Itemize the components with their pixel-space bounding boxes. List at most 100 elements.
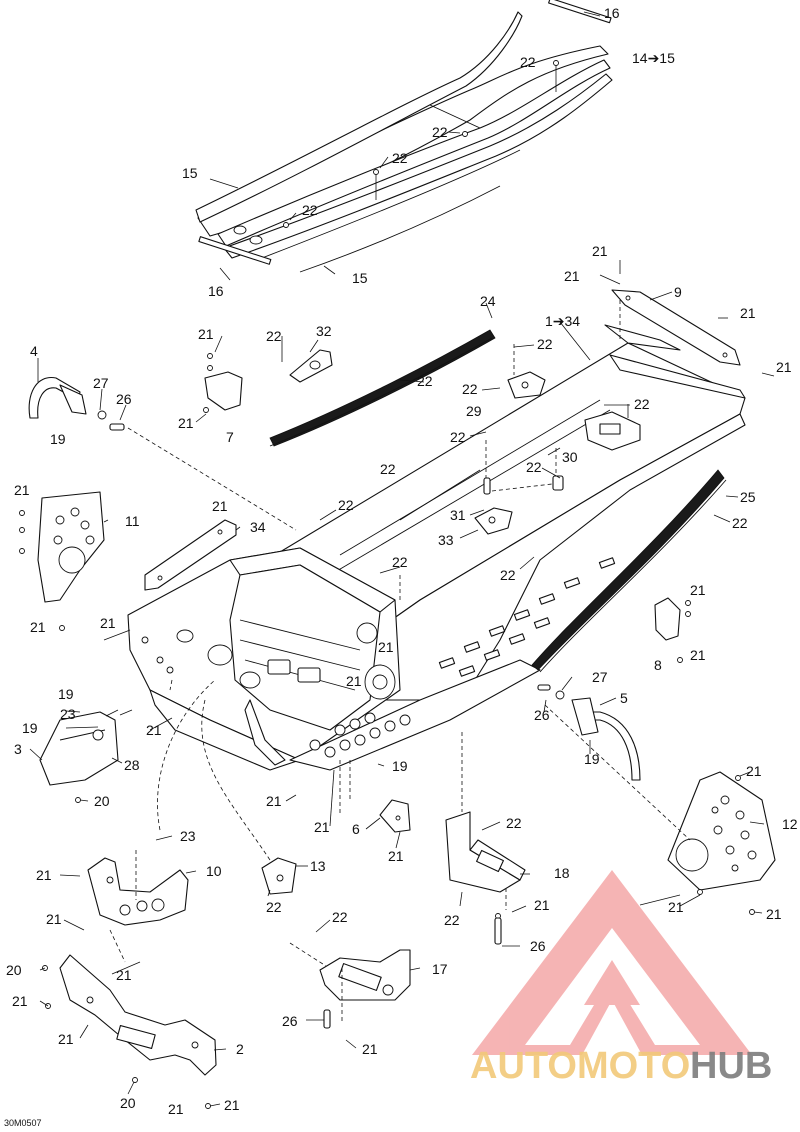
tunnel-top-cover <box>195 0 613 273</box>
callout-15: 15 <box>182 165 198 181</box>
callout-27: 27 <box>592 669 608 685</box>
callout-21: 21 <box>776 359 792 375</box>
running-board-slots <box>438 557 616 677</box>
part-4-handle <box>28 377 125 431</box>
callout-22: 22 <box>537 336 553 352</box>
part-18-footrest-bracket <box>445 811 526 945</box>
callout-26: 26 <box>534 707 550 723</box>
callout-13: 13 <box>310 858 326 874</box>
callout-9: 9 <box>674 284 682 300</box>
part-34-bar <box>144 519 237 591</box>
part-9-bracket <box>611 289 741 366</box>
callout-26: 26 <box>116 391 132 407</box>
callout-16: 16 <box>604 5 620 21</box>
callout-22: 22 <box>266 328 282 344</box>
callout-22: 22 <box>520 54 536 70</box>
callout-30: 30 <box>562 449 578 465</box>
callout-15: 15 <box>352 270 368 286</box>
callout-25: 25 <box>740 489 756 505</box>
watermark-text-part2: HUB <box>690 1045 772 1087</box>
callout-22: 22 <box>380 461 396 477</box>
callout-28: 28 <box>124 757 140 773</box>
callout-21: 21 <box>388 848 404 864</box>
callout-22: 22 <box>417 373 433 389</box>
callout-4: 4 <box>30 343 38 359</box>
callout-21: 21 <box>14 482 30 498</box>
callout-21: 21 <box>266 793 282 809</box>
watermark-text: AUTOMOTO HUB <box>470 1045 772 1087</box>
part-17-footrest-bracket <box>319 949 411 1029</box>
callout-16: 16 <box>208 283 224 299</box>
callout-21: 21 <box>362 1041 378 1057</box>
callout-1-34: 1➔34 <box>545 313 580 329</box>
part-29-bracket <box>507 371 546 399</box>
callout-21: 21 <box>212 498 228 514</box>
callout-22: 22 <box>506 815 522 831</box>
callout-21: 21 <box>766 906 782 922</box>
callout-22: 22 <box>338 497 354 513</box>
callout-20: 20 <box>6 962 22 978</box>
callout-3: 3 <box>14 741 22 757</box>
callout-20: 20 <box>120 1095 136 1111</box>
callout-21: 21 <box>668 899 684 915</box>
callout-32: 32 <box>316 323 332 339</box>
callout-21: 21 <box>224 1097 240 1113</box>
callout-22: 22 <box>500 567 516 583</box>
callout-21: 21 <box>314 819 330 835</box>
part-31-pin <box>483 475 564 495</box>
callout-22: 22 <box>634 396 650 412</box>
watermark-text-part1: AUTOMOTO <box>470 1045 690 1087</box>
callout-2: 2 <box>236 1041 244 1057</box>
callout-labels: 16 14➔15 22 22 15 22 22 15 16 21 21 9 21… <box>6 5 798 1117</box>
part-32-bracket <box>289 349 333 383</box>
reference-code: 30M0507 <box>4 1118 42 1128</box>
callout-27: 27 <box>93 375 109 391</box>
part-33-bracket <box>474 507 513 535</box>
watermark-logo-icon <box>472 870 752 1055</box>
callout-19: 19 <box>584 751 600 767</box>
callout-21: 21 <box>12 993 28 1009</box>
part-13-bracket <box>261 857 297 895</box>
callout-23: 23 <box>180 828 196 844</box>
callout-21: 21 <box>740 305 756 321</box>
callout-22: 22 <box>392 554 408 570</box>
part-24-rail-strip <box>269 329 496 447</box>
callout-19: 19 <box>58 686 74 702</box>
callout-18: 18 <box>554 865 570 881</box>
part-3-bracket <box>39 711 119 803</box>
callout-21: 21 <box>100 615 116 631</box>
part-6-bracket <box>379 799 411 833</box>
dashed-assembly-lines <box>109 300 691 1024</box>
callout-11: 11 <box>125 513 140 529</box>
part-10-bracket <box>87 857 189 926</box>
callout-19: 19 <box>392 758 408 774</box>
callout-33: 33 <box>438 532 454 548</box>
callout-22: 22 <box>302 202 318 218</box>
callout-22: 22 <box>732 515 748 531</box>
callout-20: 20 <box>94 793 110 809</box>
callout-22: 22 <box>432 124 448 140</box>
callout-21: 21 <box>534 897 550 913</box>
callout-6: 6 <box>352 821 360 837</box>
callout-21: 21 <box>30 619 46 635</box>
callout-21: 21 <box>746 763 762 779</box>
front-footrest-holes <box>309 712 411 758</box>
part-7-bracket <box>203 353 243 413</box>
callout-12: 12 <box>782 816 798 832</box>
part-5-handle <box>537 684 641 781</box>
part-2-long-bracket <box>42 954 217 1109</box>
callout-21: 21 <box>564 268 580 284</box>
part-8-bracket <box>654 597 691 663</box>
callout-23: 23 <box>60 706 76 722</box>
callout-5: 5 <box>620 690 628 706</box>
callout-14-15: 14➔15 <box>632 50 675 66</box>
callout-21: 21 <box>168 1101 184 1117</box>
callout-22: 22 <box>332 909 348 925</box>
callout-34: 34 <box>250 519 266 535</box>
leader-lines <box>29 11 775 1107</box>
callout-7: 7 <box>226 429 234 445</box>
callout-26: 26 <box>282 1013 298 1029</box>
callout-21: 21 <box>116 967 132 983</box>
callout-22: 22 <box>392 150 408 166</box>
